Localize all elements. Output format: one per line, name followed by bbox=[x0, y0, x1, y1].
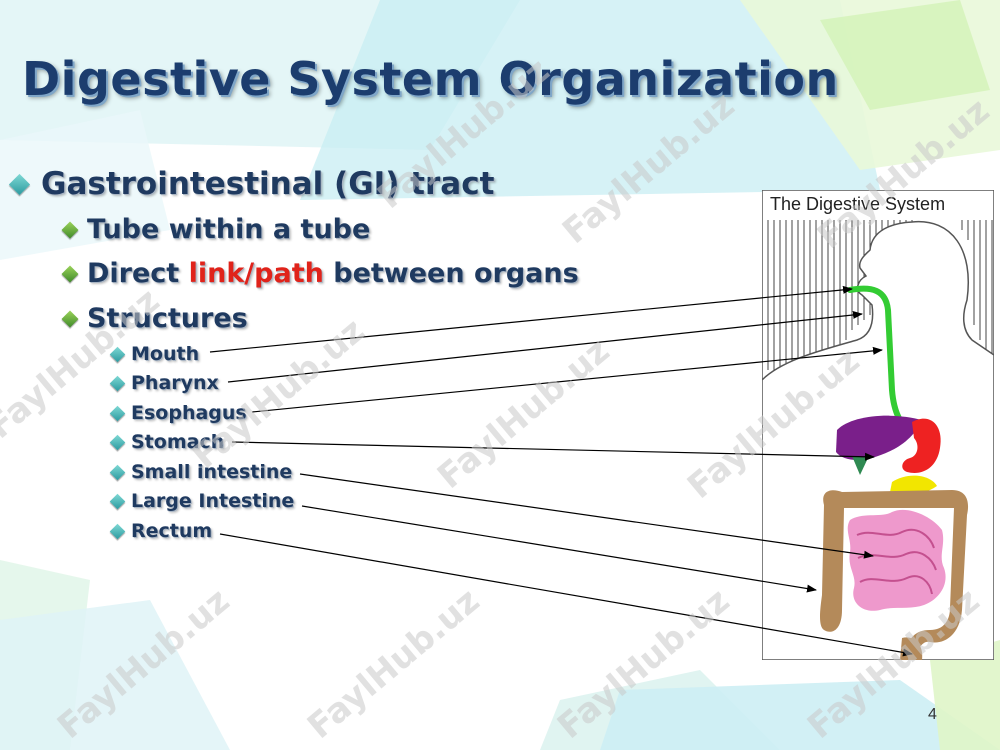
diamond-bullet-icon bbox=[109, 434, 126, 450]
structure-item: Large Intestine bbox=[109, 490, 295, 512]
slide-title: Digestive System Organization bbox=[22, 52, 839, 106]
diamond-bullet-icon bbox=[109, 375, 126, 391]
structure-item: Esophagus bbox=[109, 402, 247, 424]
structure-item: Stomach bbox=[109, 431, 225, 453]
bullet-gi-tract-text: Gastrointestinal (GI) tract bbox=[41, 166, 495, 202]
bullet-gi-tract: Gastrointestinal (GI) tract bbox=[8, 166, 495, 202]
structure-item-text: Esophagus bbox=[131, 402, 247, 424]
structure-item-text: Rectum bbox=[131, 520, 213, 542]
diamond-bullet-icon bbox=[109, 346, 126, 362]
structure-item-text: Mouth bbox=[131, 343, 200, 365]
bullet-tube-text: Tube within a tube bbox=[87, 214, 371, 245]
diamond-bullet-icon bbox=[109, 464, 126, 480]
link-path-highlight: link/path bbox=[188, 258, 324, 289]
diamond-bullet-icon bbox=[61, 265, 79, 282]
bullet-structures: Structures bbox=[61, 303, 248, 334]
diamond-bullet-icon bbox=[109, 523, 126, 539]
direct-suffix: between organs bbox=[323, 258, 579, 289]
structure-item: Mouth bbox=[109, 343, 200, 365]
bullet-direct-link: Direct link/path between organs bbox=[61, 258, 579, 289]
bullet-structures-text: Structures bbox=[87, 303, 248, 334]
structure-item-text: Large Intestine bbox=[131, 490, 295, 512]
diamond-bullet-icon bbox=[61, 310, 79, 327]
structure-item-text: Stomach bbox=[131, 431, 225, 453]
diamond-bullet-icon bbox=[109, 493, 126, 509]
direct-prefix: Direct bbox=[87, 258, 189, 289]
structure-item: Small intestine bbox=[109, 461, 293, 483]
diamond-bullet-icon bbox=[109, 405, 126, 421]
structure-item-text: Pharynx bbox=[131, 372, 219, 394]
bullet-direct-link-text: Direct link/path between organs bbox=[87, 258, 579, 289]
digestive-system-diagram bbox=[762, 190, 994, 660]
structure-item: Pharynx bbox=[109, 372, 219, 394]
structure-item-text: Small intestine bbox=[131, 461, 293, 483]
diamond-bullet-icon bbox=[8, 173, 31, 195]
figure-title: The Digestive System bbox=[770, 194, 946, 214]
structure-item: Rectum bbox=[109, 520, 213, 542]
bullet-tube: Tube within a tube bbox=[61, 214, 371, 245]
page-number: 4 bbox=[928, 706, 937, 723]
diamond-bullet-icon bbox=[61, 221, 79, 238]
